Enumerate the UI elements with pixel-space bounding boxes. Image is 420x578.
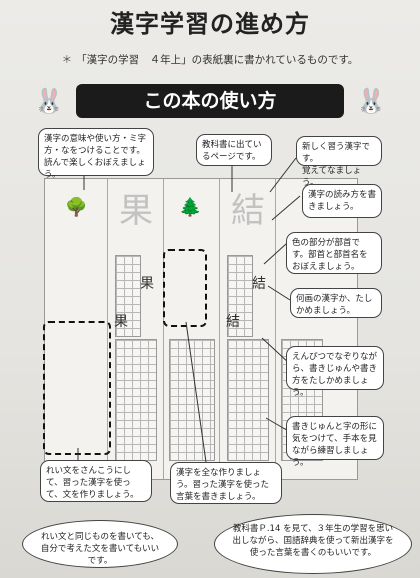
callout-bushu: 色の部分が部首です。部首と部首名をおぼえましょう。: [286, 232, 382, 274]
section-banner: この本の使い方: [76, 84, 344, 118]
subtitle-text: 「漢字の学習 ４年上」の表紙裏に書かれているものです。: [76, 54, 359, 66]
review-area-highlight: [163, 249, 207, 327]
illustration-icon: 🌲: [179, 197, 202, 218]
page-subtitle: ＊「漢字の学習 ４年上」の表紙裏に書かれているものです。: [0, 52, 420, 67]
practice-grid: [115, 339, 157, 461]
column-divider: [163, 179, 164, 479]
illustration-icon: 🌳: [65, 197, 88, 218]
note-cloud-right: 教科書Ｐ.14 を見て、３年生の学習を思い出しながら、国語辞典を使って新出漢字を…: [214, 514, 412, 574]
stroke-kanji: 果: [140, 276, 154, 292]
practice-grid: [227, 339, 269, 461]
callout-reading: 漢字の読み方を書きましょう。: [302, 184, 382, 218]
practice-grid: [227, 255, 253, 337]
practice-grid: [115, 255, 141, 337]
stroke-kanji: 果: [114, 314, 128, 330]
note-cloud-left: れい文と同じものを書いても、自分で考えた文を書いてもいいです。: [22, 520, 178, 568]
asterisk-mark: ＊: [61, 54, 73, 66]
column-divider: [219, 179, 220, 479]
column-divider: [107, 179, 108, 479]
sentence-area-highlight: [43, 321, 111, 455]
callout-sentence: れい文をさんこうにして、習った漢字を使って、文を作りましょう。: [40, 460, 152, 502]
stroke-kanji: 結: [226, 314, 240, 330]
callout-textbook-page: 教科書に出ているページです。: [196, 134, 272, 166]
callout-practice: 書きじゅんと字の形に気をつけて、手本を見ながら練習しましょう。: [286, 416, 384, 468]
stroke-kanji: 結: [252, 276, 266, 292]
column-divider: [275, 179, 276, 479]
callout-new-kanji-line1: 新しく習う漢字です。: [302, 142, 371, 164]
callout-meaning: 漢字の意味や使い方・ミ字方・なをつけることです。読んで楽しくおぼえましょう。: [38, 128, 154, 180]
rabbit-icon: 🐰: [34, 87, 64, 115]
callout-review: 漢字を全な作りましょう。習った漢字を使った言葉を書きましょう。: [170, 462, 282, 504]
callout-new-kanji-line2: 覚えてなましょう。: [302, 166, 362, 188]
rabbit-icon: 🐰: [356, 87, 386, 115]
practice-grid: [169, 339, 215, 461]
callout-pencil-trace: えんぴつでなぞりながら、書きじゅんや書き方をたしかめましょう。: [286, 346, 384, 398]
model-kanji: 結: [231, 191, 265, 231]
callout-stroke-count: 何画の漢字か、たしかめましょう。: [290, 288, 382, 318]
callout-new-kanji: 新しく習う漢字です。 覚えてなましょう。: [296, 136, 382, 188]
model-kanji: 果: [119, 191, 153, 231]
page-title: 漢字学習の進め方: [110, 9, 310, 38]
